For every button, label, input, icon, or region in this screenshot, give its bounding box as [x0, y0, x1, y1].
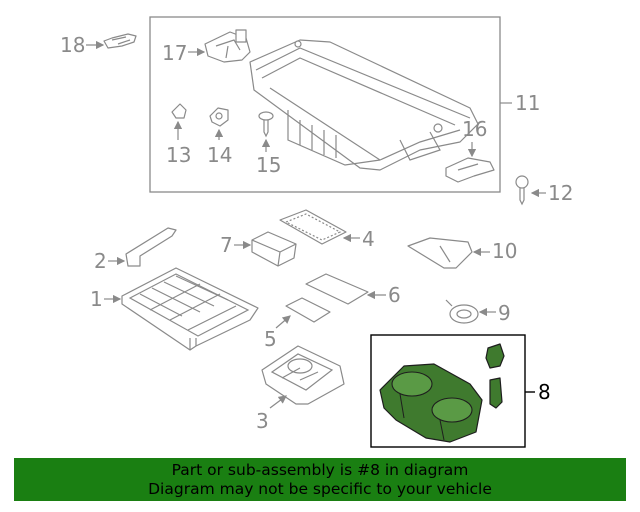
part-16-bracket[interactable] — [445, 157, 495, 183]
part-10-pad[interactable] — [407, 237, 473, 269]
part-8-cup-holder[interactable] — [379, 343, 505, 443]
callout-4: 4 — [362, 227, 375, 251]
part-17-latch[interactable] — [204, 29, 251, 63]
callout-15: 15 — [256, 153, 281, 177]
banner-line-1: Part or sub-assembly is #8 in diagram — [171, 461, 469, 479]
callout-16: 16 — [462, 117, 487, 141]
part-7-module[interactable] — [251, 231, 297, 267]
part-12-screw[interactable] — [515, 175, 529, 206]
part-4-mat[interactable] — [279, 209, 347, 245]
part-13-clip[interactable] — [171, 103, 187, 119]
callout-7: 7 — [220, 233, 233, 257]
callout-3: 3 — [256, 409, 269, 433]
callout-13: 13 — [166, 143, 191, 167]
part-2-trim-strip[interactable] — [125, 227, 177, 267]
callout-12: 12 — [548, 181, 573, 205]
part-15-screw[interactable] — [258, 111, 274, 138]
parts-diagram: 11 18 17 13 14 15 — [60, 16, 573, 448]
part-18-clip[interactable] — [103, 33, 137, 49]
callout-2: 2 — [94, 249, 107, 273]
callout-17: 17 — [162, 41, 187, 65]
callout-11: 11 — [515, 91, 540, 115]
part-9-grommet[interactable] — [445, 299, 479, 324]
part-5-mat[interactable] — [285, 297, 331, 323]
banner-line-2: Diagram may not be specific to your vehi… — [148, 480, 492, 498]
assembly-11-frame — [149, 16, 501, 193]
part-11-console-lid[interactable] — [249, 39, 479, 171]
callout-10: 10 — [492, 239, 517, 263]
callout-1: 1 — [90, 287, 103, 311]
part-6-mat[interactable] — [305, 273, 369, 305]
callout-14: 14 — [207, 143, 232, 167]
callout-9: 9 — [498, 301, 511, 325]
part-1-base-tray[interactable] — [121, 267, 259, 351]
callout-8: 8 — [538, 380, 551, 404]
callout-6: 6 — [388, 283, 401, 307]
callout-18: 18 — [60, 33, 85, 57]
callout-5: 5 — [264, 327, 277, 351]
info-banner: Part or sub-assembly is #8 in diagram Di… — [14, 458, 626, 501]
part-14-nut[interactable] — [209, 107, 229, 127]
part-3-cup-holder-insert[interactable] — [261, 345, 345, 405]
